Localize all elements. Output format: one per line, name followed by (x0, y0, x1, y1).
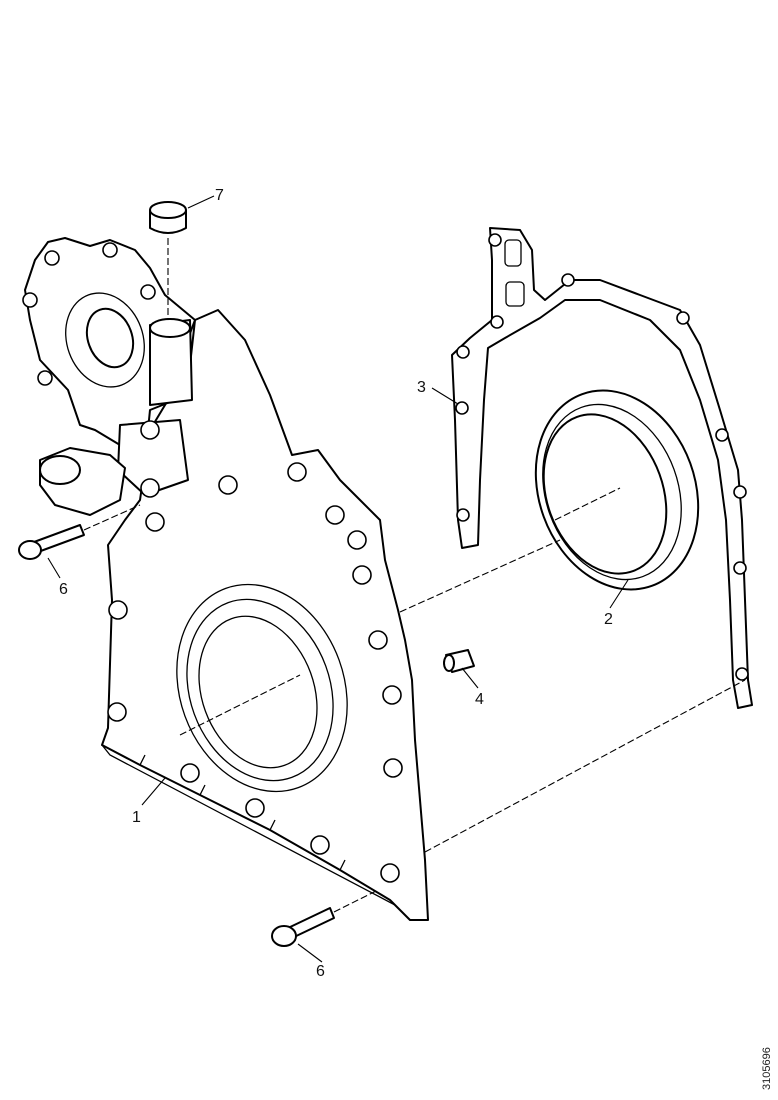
document-id: 3105696 (761, 1047, 773, 1090)
leader-1 (141, 777, 166, 806)
callout-6-lower: 6 (316, 963, 325, 980)
callout-1: 1 (132, 809, 141, 826)
bolt-part-6-lower (271, 889, 379, 947)
projection-line-seal (399, 539, 561, 613)
leader-4 (461, 667, 479, 689)
callout-3: 3 (417, 379, 426, 396)
callout-7: 7 (215, 187, 224, 204)
dowel-pin-part-4 (443, 649, 475, 673)
oil-pump-housing (22, 237, 196, 516)
callout-6-upper: 6 (59, 581, 68, 598)
projection-line-rear-center (554, 487, 621, 521)
plug-part-7 (149, 201, 187, 320)
seal-ring-part-2 (534, 389, 700, 591)
callout-2: 2 (604, 611, 613, 628)
projection-line-center (179, 674, 301, 736)
gasket-part-3 (451, 227, 753, 709)
leader-7 (187, 195, 215, 209)
leader-2 (609, 579, 629, 609)
bolt-part-6-upper (18, 504, 141, 560)
leader-3 (431, 387, 459, 405)
callout-4: 4 (475, 691, 484, 708)
leader-6b (297, 943, 323, 963)
projection-line-gasket (424, 679, 746, 853)
leader-6a (47, 557, 61, 579)
